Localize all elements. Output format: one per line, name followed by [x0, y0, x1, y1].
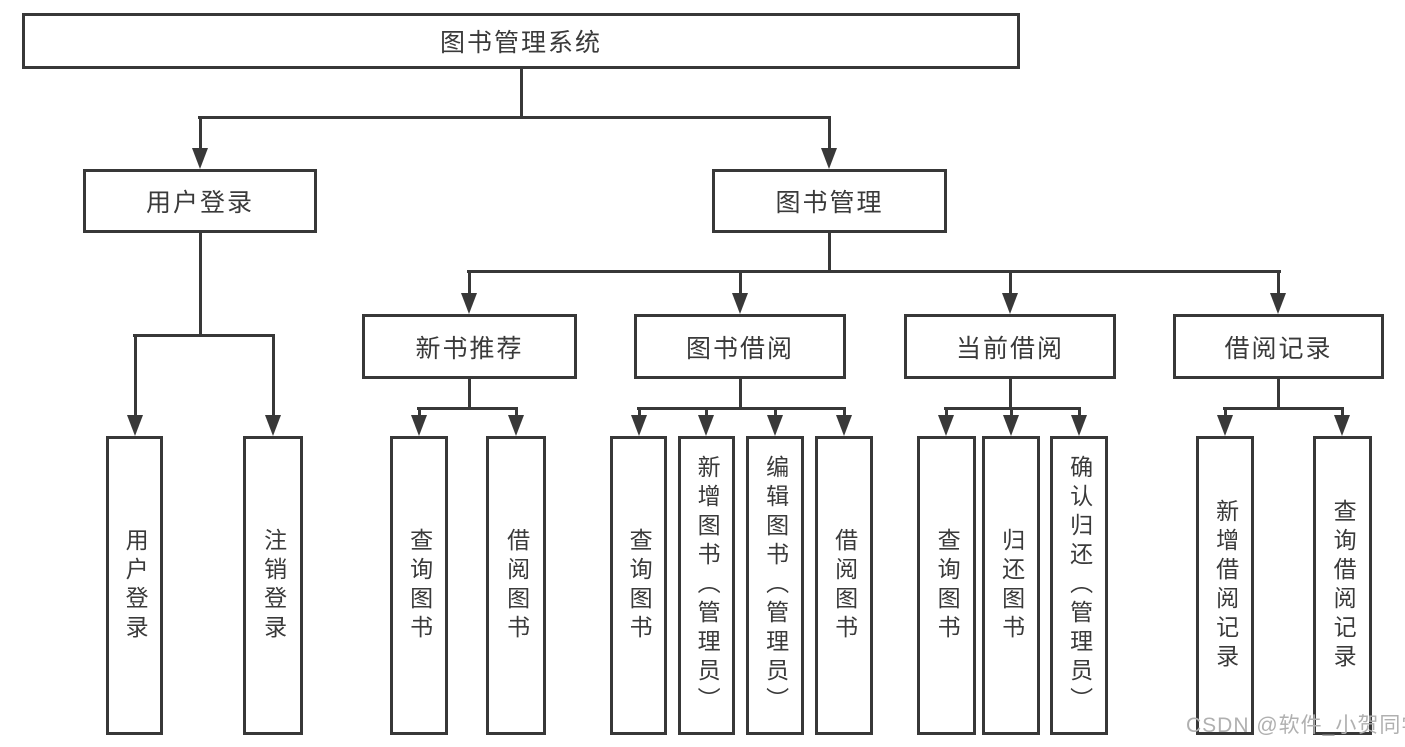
leaf-borrow-books: 借阅图书	[815, 436, 873, 735]
csdn-watermark: CSDN @软件_小贺同学	[1186, 714, 1405, 737]
leaf-edit-books-admin: 编辑图书（管理员）	[746, 436, 804, 735]
connector-line	[520, 69, 523, 118]
leaf-add-borrow-record-label: 新增借阅记录	[1212, 498, 1239, 673]
leaf-add-books-admin: 新增图书（管理员）	[678, 436, 735, 735]
connector-line	[199, 233, 202, 336]
arrowhead	[767, 415, 783, 436]
leaf-user-login-label: 用户登录	[122, 527, 149, 644]
connector-line	[945, 408, 948, 417]
connector-line	[1341, 408, 1344, 417]
node-book-management-label: 图书管理	[775, 189, 884, 217]
leaf-query-books-current: 查询图书	[917, 436, 976, 735]
connector-line	[468, 377, 471, 409]
connector-line	[1277, 271, 1280, 295]
connector-line	[705, 408, 708, 417]
connector-line	[1277, 377, 1280, 409]
leaf-query-books-borrow-label: 查询图书	[626, 527, 653, 644]
leaf-edit-books-admin-label: 编辑图书（管理员）	[762, 455, 789, 716]
connector-line	[774, 408, 777, 417]
connector-line	[417, 407, 518, 410]
connector-line	[739, 377, 742, 409]
arrowhead	[698, 415, 714, 436]
node-borrow-records: 借阅记录	[1173, 314, 1384, 379]
connector-line	[418, 408, 421, 417]
arrowhead	[192, 148, 208, 169]
leaf-query-books-current-label: 查询图书	[934, 527, 961, 644]
node-root: 图书管理系统	[22, 13, 1020, 69]
connector-line	[1224, 408, 1227, 417]
leaf-logout: 注销登录	[243, 436, 303, 735]
node-book-borrow-label: 图书借阅	[685, 334, 794, 363]
node-current-borrow: 当前借阅	[904, 314, 1116, 379]
leaf-query-books-recommend-label: 查询图书	[406, 527, 433, 644]
leaf-logout-label: 注销登录	[260, 527, 287, 644]
connector-line	[637, 407, 846, 410]
arrowhead	[508, 415, 524, 436]
connector-line	[133, 334, 275, 337]
leaf-query-borrow-record: 查询借阅记录	[1313, 436, 1372, 735]
arrowhead	[411, 415, 427, 436]
connector-line	[467, 270, 1281, 273]
leaf-query-borrow-record-label: 查询借阅记录	[1330, 498, 1357, 673]
leaf-add-borrow-record: 新增借阅记录	[1196, 436, 1254, 735]
leaf-confirm-return-admin-label: 确认归还（管理员）	[1066, 455, 1093, 716]
connector-line	[1009, 271, 1012, 295]
connector-line	[134, 335, 137, 417]
arrowhead	[1003, 415, 1019, 436]
arrowhead	[1217, 415, 1233, 436]
connector-line	[1223, 407, 1344, 410]
connector-line	[468, 271, 471, 295]
node-new-book-recommend-label: 新书推荐	[415, 334, 524, 363]
connector-line	[843, 408, 846, 417]
arrowhead	[1071, 415, 1087, 436]
leaf-query-books-recommend: 查询图书	[390, 436, 448, 735]
arrowhead	[732, 293, 748, 314]
arrowhead	[1270, 293, 1286, 314]
connector-line	[739, 271, 742, 295]
leaf-return-books-label: 归还图书	[998, 527, 1025, 644]
node-user-login: 用户登录	[83, 169, 317, 233]
arrowhead	[1334, 415, 1350, 436]
connector-line	[828, 117, 831, 150]
connector-line	[199, 117, 202, 150]
leaf-borrow-books-recommend-label: 借阅图书	[503, 527, 530, 644]
node-user-login-label: 用户登录	[145, 189, 254, 217]
node-book-management: 图书管理	[712, 169, 947, 233]
node-borrow-records-label: 借阅记录	[1224, 334, 1333, 363]
arrowhead	[836, 415, 852, 436]
connector-line	[198, 116, 831, 119]
arrowhead	[461, 293, 477, 314]
arrowhead	[938, 415, 954, 436]
node-new-book-recommend: 新书推荐	[362, 314, 577, 379]
leaf-query-books-borrow: 查询图书	[610, 436, 667, 735]
node-book-borrow: 图书借阅	[634, 314, 846, 379]
leaf-borrow-books-recommend: 借阅图书	[486, 436, 546, 735]
leaf-borrow-books-label: 借阅图书	[831, 527, 858, 644]
arrowhead	[631, 415, 647, 436]
arrowhead	[1002, 293, 1018, 314]
connector-line	[828, 233, 831, 272]
connector-line	[515, 408, 518, 417]
leaf-add-books-admin-label: 新增图书（管理员）	[694, 455, 721, 716]
arrowhead	[265, 415, 281, 436]
node-current-borrow-label: 当前借阅	[955, 334, 1064, 363]
leaf-return-books: 归还图书	[982, 436, 1040, 735]
leaf-confirm-return-admin: 确认归还（管理员）	[1050, 436, 1108, 735]
arrowhead	[127, 415, 143, 436]
connector-line	[1009, 377, 1012, 409]
arrowhead	[821, 148, 837, 169]
leaf-user-login: 用户登录	[106, 436, 163, 735]
connector-line	[272, 335, 275, 417]
connector-line	[638, 408, 641, 417]
connector-line	[1078, 408, 1081, 417]
connector-line	[1010, 408, 1013, 417]
node-root-label: 图书管理系统	[439, 29, 602, 57]
